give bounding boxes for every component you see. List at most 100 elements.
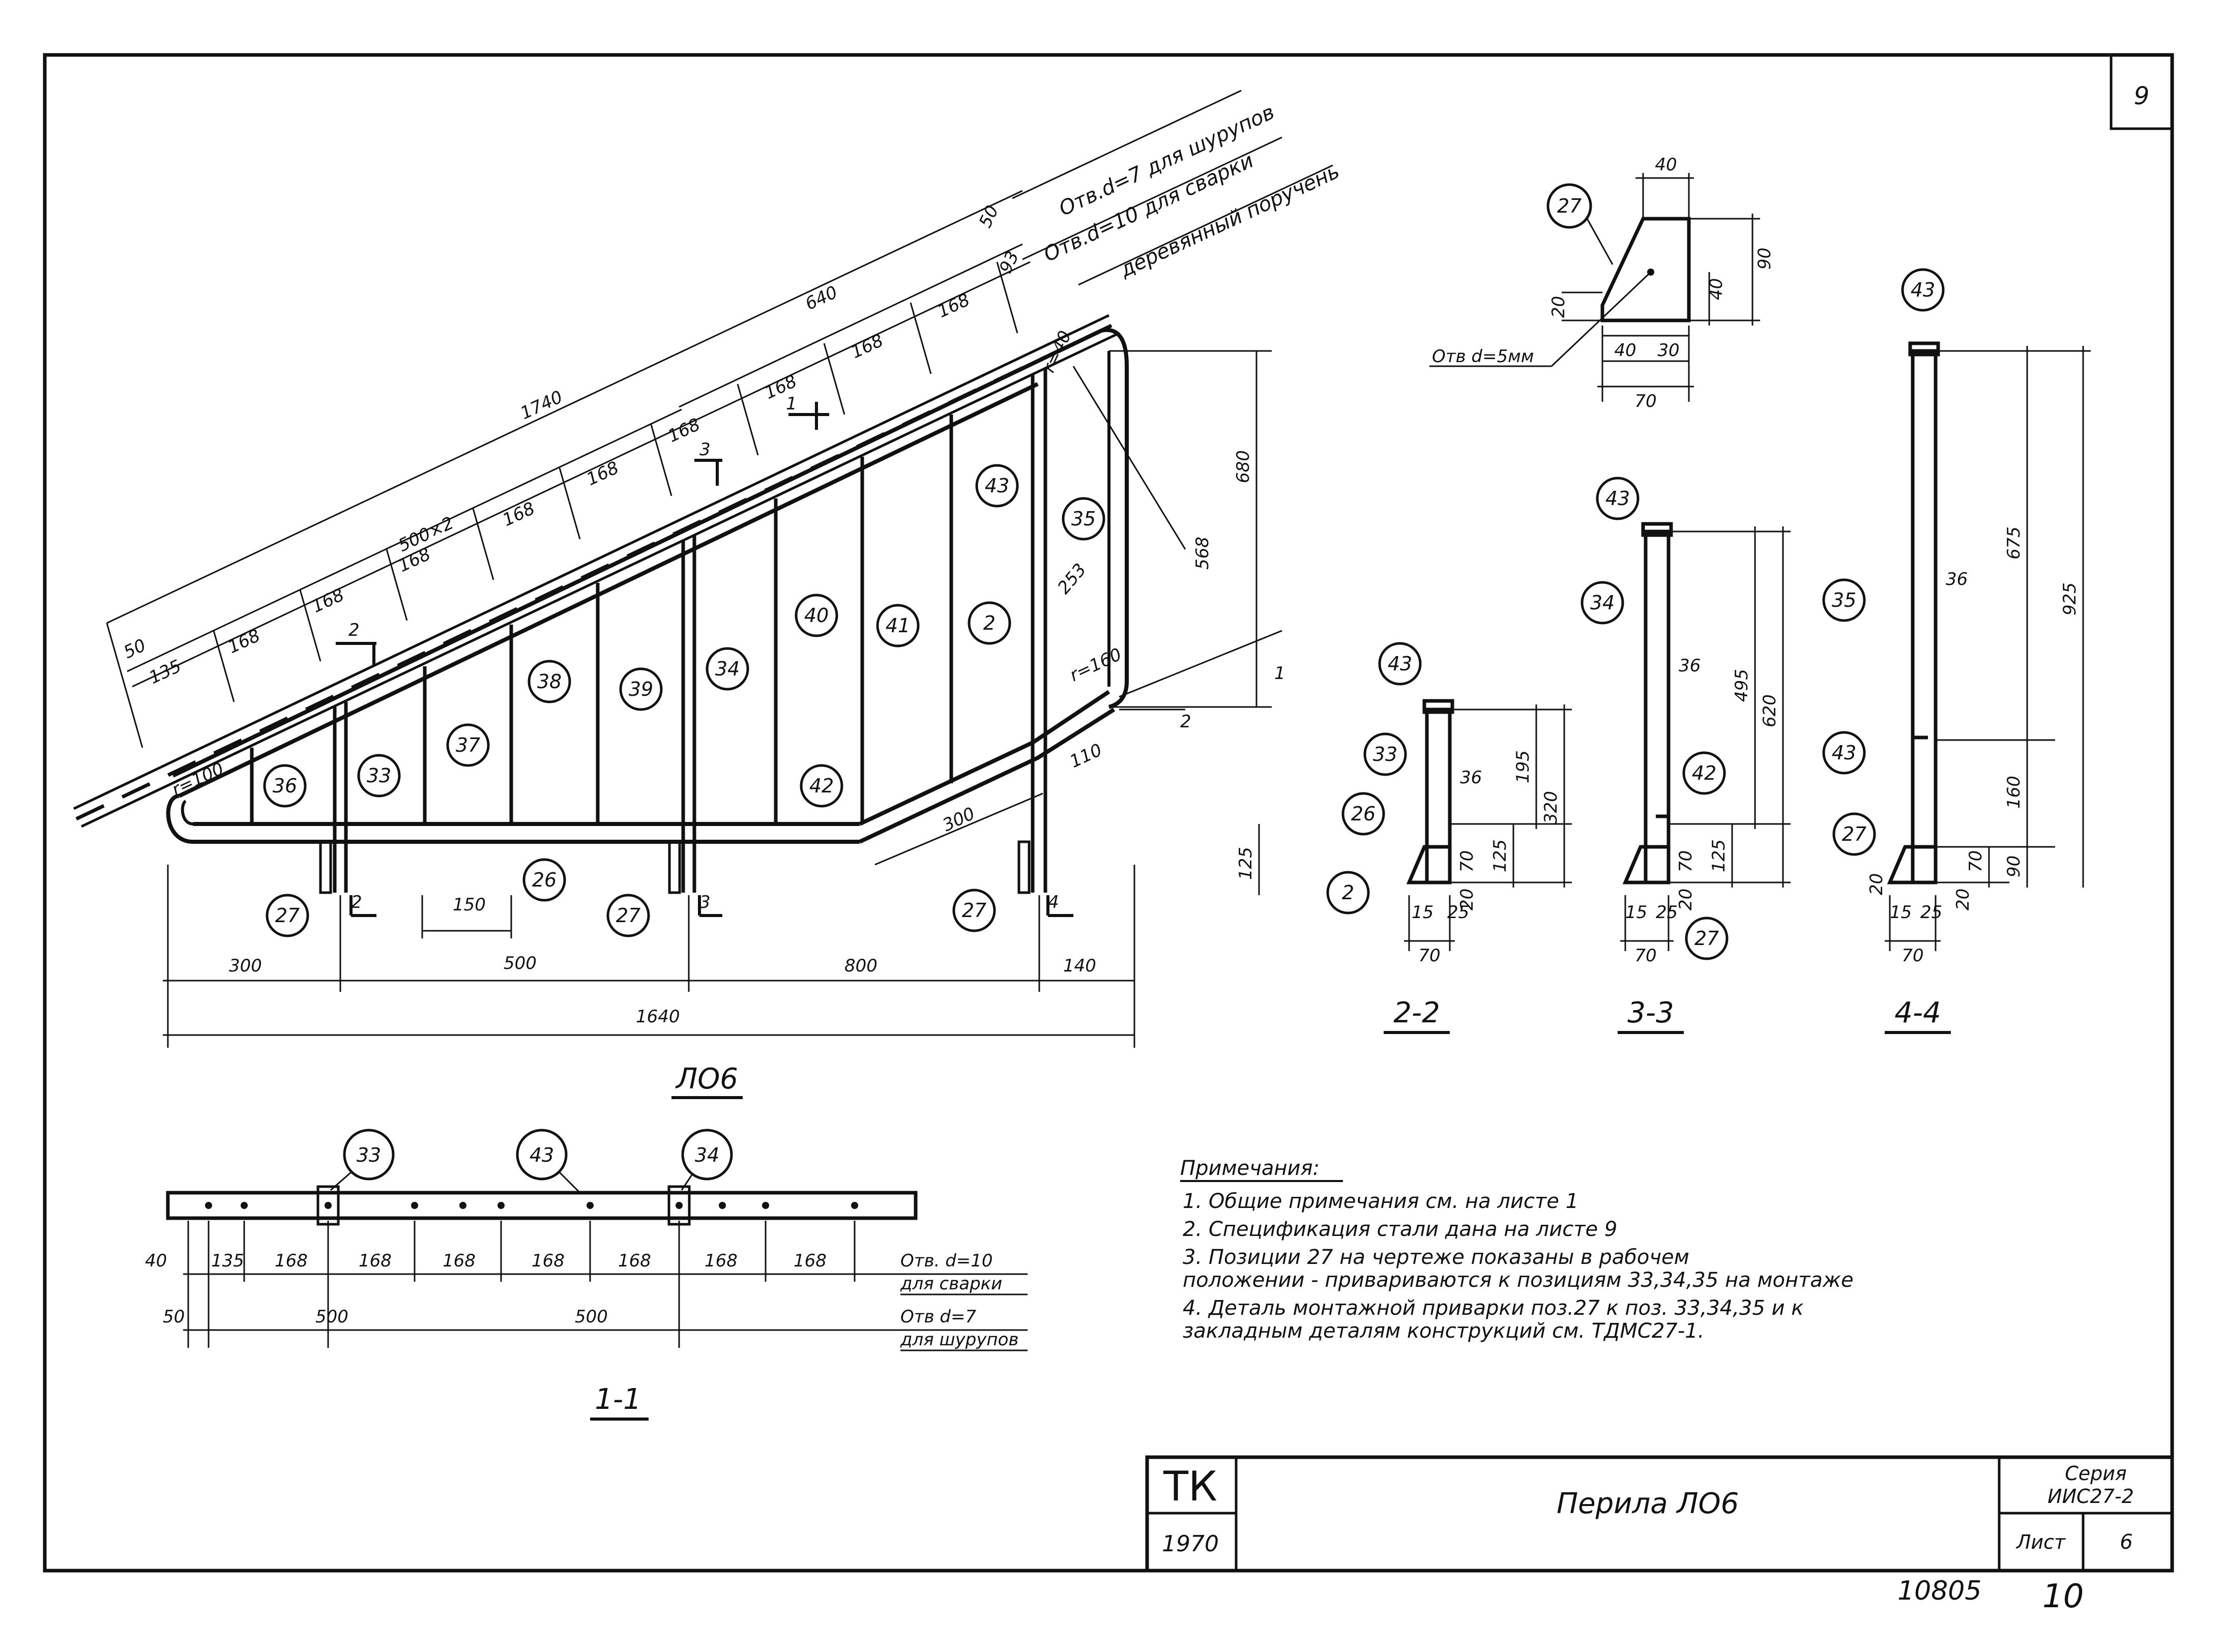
- ref-1: 1: [1274, 663, 1285, 684]
- cut-label-3: 3: [699, 892, 711, 912]
- s22-dim-125: 125: [1490, 839, 1510, 872]
- dim-168-d: 168: [500, 498, 538, 530]
- s33-dim-20: 20: [1676, 889, 1696, 910]
- note-4: 4. Деталь монтажной приварки поз.27 к по…: [1183, 1296, 1803, 1320]
- section-1-1: 33 43 34 40 50 135 168 168 168 168 168 1…: [145, 1129, 1028, 1421]
- s33-label: 3-3: [1627, 996, 1674, 1029]
- title-series-label: Серия: [2065, 1462, 2127, 1485]
- s33-dim-70: 70: [1676, 850, 1696, 872]
- s22-balloon-43: 43: [1388, 653, 1412, 675]
- s33-balloon-27: 27: [1694, 927, 1719, 950]
- s44-label: 4-4: [1894, 996, 1941, 1029]
- s11-hole-weld-1: Отв. d=10: [900, 1251, 993, 1271]
- balloon-2: 2: [983, 612, 996, 634]
- note-1: 1. Общие примечания см. на листе 1: [1183, 1190, 1578, 1213]
- dim-168-e: 168: [583, 457, 622, 490]
- s11-label: 1-1: [595, 1383, 641, 1416]
- dim-568: 568: [1192, 537, 1213, 570]
- s33-dim-125: 125: [1709, 839, 1729, 872]
- balloon-35: 35: [1071, 508, 1096, 530]
- left-bend: [166, 794, 194, 844]
- s11-dim-168-3: 168: [443, 1251, 476, 1271]
- cut-label-2-top: 2: [348, 620, 360, 640]
- left-bend-inner: [181, 800, 194, 825]
- detail-27-dim-40c: 40: [1614, 340, 1636, 361]
- wood-rail-axis: [75, 323, 1113, 821]
- dim-300-incl: 300: [940, 803, 978, 836]
- s44-dim-20: 20: [1866, 873, 1887, 895]
- s11-dim-168-2: 168: [359, 1251, 392, 1271]
- title-org: ТК: [1163, 1463, 1217, 1510]
- balloon-37: 37: [456, 734, 480, 756]
- s44-dim-15: 15: [1890, 902, 1912, 923]
- dim-ticks-bottom: [167, 792, 1135, 1048]
- section-1-1-ticks: [243, 1221, 856, 1282]
- s44-dim-925: 925: [2060, 582, 2080, 615]
- balloons-main: 36 33 37 38 39 34 40 41 2 43 35 42 26 27…: [263, 464, 1105, 937]
- s11-hole-screw-2: для шурупов: [900, 1330, 1019, 1350]
- balloon-42: 42: [809, 775, 834, 797]
- s11-balloon-33: 33: [357, 1144, 381, 1166]
- balloon-40: 40: [804, 604, 829, 627]
- cut-label-2: 2: [351, 892, 362, 912]
- dim-150: 150: [453, 895, 486, 915]
- s11-dim-135: 135: [211, 1251, 244, 1271]
- s33-dim-36: 36: [1679, 656, 1701, 676]
- dim-line-640: [679, 243, 1023, 408]
- dim-line-500x2: [127, 408, 682, 672]
- handrail-bottom: [178, 382, 1039, 798]
- s11-dim-168-1: 168: [275, 1251, 308, 1271]
- right-end-post: [1101, 328, 1129, 709]
- s33-dim-25: 25: [1656, 902, 1678, 923]
- s44-dim-20b: 20: [1953, 889, 1973, 910]
- dim-line-weld: [1022, 136, 1282, 260]
- s22-balloon-2: 2: [1342, 881, 1354, 904]
- base-plates: [319, 840, 1031, 894]
- dim-50-right: 50: [975, 202, 1003, 231]
- balloon-34: 34: [715, 658, 740, 680]
- balusters: [250, 415, 953, 824]
- cut-label-1-top: 1: [786, 394, 797, 414]
- detail-27-dim-40: 40: [1655, 155, 1677, 175]
- balloon-26: 26: [532, 869, 557, 891]
- s44-dim-70: 70: [1966, 850, 1986, 872]
- dim-800: 800: [844, 956, 877, 976]
- title-series: ИИС27-2: [2047, 1485, 2134, 1508]
- detail-27: 27 40 90 40 20 40 30 70 Отв d=5мм: [1429, 155, 1775, 411]
- s44-balloon-35: 35: [1832, 589, 1856, 611]
- s11-dim-168-4: 168: [532, 1251, 565, 1271]
- s11-balloon-43: 43: [530, 1144, 554, 1166]
- detail-27-dim-90: 90: [1754, 248, 1775, 270]
- sheet-corner-number: 9: [2134, 82, 2150, 110]
- bottom-handwritten: 10: [2042, 1578, 2084, 1615]
- section-1-1-holes: [205, 1202, 858, 1209]
- s44-dim-25: 25: [1920, 902, 1942, 923]
- s22-dim-25: 25: [1447, 902, 1469, 923]
- s22-label: 2-2: [1393, 996, 1440, 1029]
- s11-dim-168-5: 168: [618, 1251, 651, 1271]
- main-view: 1740 640 500×2 50 135 168 168 168 168 16…: [73, 90, 1343, 1099]
- balloon-41: 41: [886, 614, 910, 637]
- note-3: 3. Позиции 27 на чертеже показаны в рабо…: [1183, 1246, 1689, 1269]
- dim-300: 300: [229, 956, 262, 976]
- section-4-4: 43 35 43 27 36 675 925 160 90 70 20 20 1…: [1822, 268, 2091, 1034]
- dim-640: 640: [802, 282, 841, 314]
- ref-2: 2: [1180, 712, 1191, 732]
- dim-125: 125: [1236, 847, 1256, 880]
- title-name: Перила ЛО6: [1557, 1487, 1739, 1520]
- s33-dim-495: 495: [1732, 669, 1752, 702]
- s11-dim-50: 50: [163, 1307, 185, 1327]
- s44-dim-36: 36: [1946, 569, 1968, 589]
- sheet-frame: [43, 53, 2174, 1573]
- cut-marks: [336, 402, 1073, 917]
- balloon-43: 43: [985, 475, 1009, 497]
- detail-27-dim-30: 30: [1657, 340, 1679, 361]
- rail-ticks: [106, 261, 1018, 748]
- s44-dim-90: 90: [2004, 855, 2024, 877]
- s11-dim-500a: 500: [315, 1307, 348, 1327]
- s11-dim-40: 40: [145, 1251, 167, 1271]
- detail-27-balloon: 27: [1557, 195, 1582, 217]
- dim-500: 500: [504, 953, 537, 973]
- s44-balloon-43-top: 43: [1911, 279, 1935, 301]
